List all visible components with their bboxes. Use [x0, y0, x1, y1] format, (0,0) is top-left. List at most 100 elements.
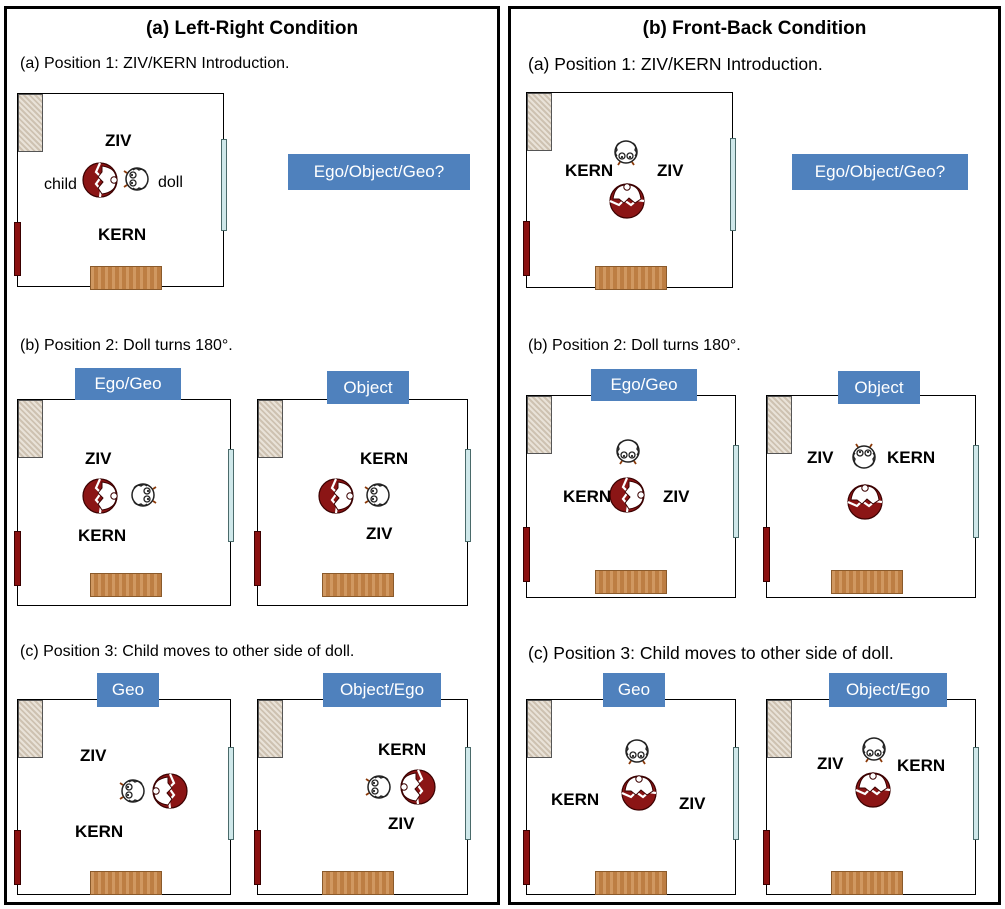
door-icon [14, 222, 21, 276]
kern-label: KERN [360, 449, 409, 468]
window-icon [730, 138, 736, 231]
child-figure-facing-right [80, 476, 120, 516]
doll-figure-facing-down [859, 734, 889, 764]
door-icon [14, 830, 21, 885]
shelf-icon [527, 396, 552, 454]
child-figure-facing-up [607, 181, 647, 221]
door-icon [254, 531, 261, 586]
ziv-label: ZIV [85, 449, 112, 468]
geo-label: Geo [603, 673, 665, 707]
door-icon [763, 830, 770, 885]
ziv-label: ZIV [679, 794, 706, 813]
position-2-caption: (b) Position 2: Doll turns 180°. [528, 337, 741, 354]
room-position-3-geo: ZIV KERN [14, 699, 234, 895]
room-position-3-object-ego: ZIV KERN [763, 699, 979, 895]
position-3-caption: (c) Position 3: Child moves to other sid… [20, 643, 355, 660]
kern-label: KERN [78, 526, 127, 545]
window-icon [221, 139, 227, 231]
shelf-icon [18, 700, 43, 758]
room-position-2-object: KERN ZIV [254, 399, 471, 606]
shelf-icon [18, 400, 43, 458]
window-icon [228, 449, 234, 542]
doll-figure-facing-down [613, 436, 643, 466]
shelf-icon [527, 93, 552, 151]
shelf-icon [18, 94, 43, 152]
doll-figure-facing-up [849, 442, 879, 472]
door-icon [523, 527, 530, 582]
table-icon [90, 266, 162, 290]
table-icon [595, 266, 667, 290]
door-icon [763, 527, 770, 582]
table-icon [322, 573, 394, 597]
left-right-condition-panel: (a) Left-Right Condition (a) Position 1:… [4, 6, 500, 905]
window-icon [973, 747, 979, 840]
window-icon [733, 747, 739, 840]
ziv-label: ZIV [657, 161, 684, 180]
ego-geo-label: Ego/Geo [75, 368, 181, 400]
kern-label: KERN [551, 790, 600, 809]
shelf-icon [767, 700, 792, 758]
room-position-2-object: ZIV KERN [763, 395, 979, 598]
object-ego-label: Object/Ego [829, 673, 947, 707]
ziv-label: ZIV [366, 524, 393, 543]
kern-label: KERN [887, 448, 936, 467]
child-figure-facing-up [853, 770, 893, 810]
object-label: Object [327, 371, 409, 404]
window-icon [973, 445, 979, 538]
shelf-icon [258, 400, 283, 458]
ego-object-geo-question-label: Ego/Object/Geo? [792, 154, 968, 190]
room-position-1: KERN ZIV [523, 92, 736, 290]
shelf-icon [258, 700, 283, 758]
ego-geo-label: Ego/Geo [591, 369, 697, 401]
doll-figure-facing-down [622, 736, 652, 766]
position-1-caption: (a) Position 1: ZIV/KERN Introduction. [20, 55, 290, 72]
table-icon [595, 871, 667, 895]
child-figure-facing-right [607, 475, 647, 515]
table-icon [831, 871, 903, 895]
kern-label: KERN [378, 740, 427, 759]
child-figure-facing-up [619, 773, 659, 813]
room-position-2-ego-geo: KERN ZIV [523, 395, 739, 598]
window-icon [733, 445, 739, 538]
doll-figure-facing-right [128, 480, 158, 510]
doll-figure-facing-down [611, 137, 641, 167]
position-3-caption: (c) Position 3: Child moves to other sid… [528, 643, 894, 663]
room-position-3-object-ego: KERN ZIV [254, 699, 471, 895]
child-figure-facing-right [316, 476, 356, 516]
room-position-2-ego-geo: ZIV KERN [14, 399, 234, 606]
position-1-caption: (a) Position 1: ZIV/KERN Introduction. [528, 54, 823, 74]
ziv-label: ZIV [80, 746, 107, 765]
doll-figure-facing-left [363, 480, 393, 510]
doll-label: doll [158, 174, 183, 191]
doll-figure-facing-left [122, 164, 152, 194]
ziv-label: ZIV [388, 814, 415, 833]
ego-object-geo-question-label: Ego/Object/Geo? [288, 154, 470, 190]
ziv-label: ZIV [105, 131, 132, 150]
ziv-label: ZIV [807, 448, 834, 467]
table-icon [831, 570, 903, 594]
panel-title: (a) Left-Right Condition [145, 18, 359, 39]
room-position-3-geo: KERN ZIV [523, 699, 739, 895]
geo-label: Geo [97, 673, 159, 707]
position-2-caption: (b) Position 2: Doll turns 180°. [20, 337, 233, 354]
room-position-1: ZIV child doll KERN [14, 93, 227, 290]
shelf-icon [527, 700, 552, 758]
child-figure-facing-up [845, 482, 885, 522]
kern-label: KERN [98, 225, 147, 244]
doll-figure-facing-left [118, 776, 148, 806]
table-icon [90, 573, 162, 597]
child-figure-facing-left [398, 767, 438, 807]
door-icon [523, 830, 530, 885]
child-label: child [44, 176, 77, 193]
object-label: Object [838, 371, 920, 404]
door-icon [523, 221, 530, 276]
window-icon [465, 747, 471, 840]
kern-label: KERN [565, 161, 614, 180]
shelf-icon [767, 396, 792, 454]
window-icon [465, 449, 471, 542]
door-icon [254, 830, 261, 885]
doll-figure-facing-left [364, 772, 394, 802]
kern-label: KERN [75, 822, 124, 841]
panel-title: (b) Front-Back Condition [642, 18, 867, 39]
table-icon [595, 570, 667, 594]
